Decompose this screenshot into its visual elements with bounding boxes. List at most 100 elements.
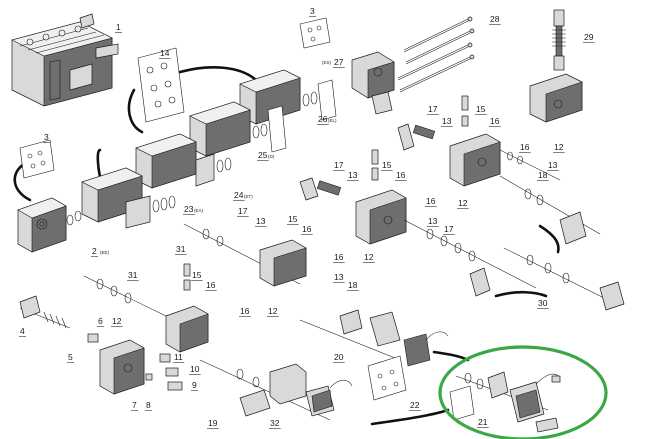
callout-25-suffix: (D) xyxy=(268,154,275,159)
callout-16d: 16 xyxy=(426,196,436,206)
work-section-26 xyxy=(239,69,337,125)
callout-32: 32 xyxy=(270,418,280,428)
solenoid-assembly-21 xyxy=(449,371,561,433)
adjuster-4 xyxy=(19,295,71,329)
callout-15c: 15 xyxy=(288,214,298,224)
callout-2-suffix: (EE) xyxy=(100,250,110,255)
spool-group-upper-right xyxy=(397,95,561,187)
callout-26-suffix: (EL) xyxy=(328,118,337,123)
callout-23-suffix: (EA) xyxy=(194,208,204,213)
callout-6: 6 xyxy=(98,316,103,326)
end-cover-27 xyxy=(351,51,395,115)
callout-19: 19 xyxy=(208,418,218,428)
callout-13a: 13 xyxy=(442,116,452,126)
gasket-plate-22 xyxy=(367,355,407,401)
spool-assembly-30 xyxy=(503,247,625,311)
callout-22: 22 xyxy=(410,400,420,410)
callout-27-prefix: (ES) xyxy=(322,60,332,65)
callout-21: 21 xyxy=(478,417,488,427)
relief-valve-29 xyxy=(529,9,583,123)
callout-12b: 12 xyxy=(268,306,278,316)
flow-arrow-to-21 xyxy=(432,350,470,362)
callout-7: 7 xyxy=(132,400,137,410)
callout-28: 28 xyxy=(490,14,500,24)
inlet-section-ee xyxy=(17,197,82,253)
callout-20: 20 xyxy=(334,352,344,362)
callout-29: 29 xyxy=(584,32,594,42)
gasket-plate-14 xyxy=(137,47,185,123)
callout-16c: 16 xyxy=(396,170,406,180)
callout-13d: 13 xyxy=(428,216,438,226)
callout-18a: 18 xyxy=(538,170,548,180)
leader-lines xyxy=(19,16,595,429)
flow-arrow-top xyxy=(178,66,258,82)
work-section-24 xyxy=(135,133,232,189)
callout-16a: 16 xyxy=(490,116,500,126)
callout-16f: 16 xyxy=(334,252,344,262)
callout-31a: 31 xyxy=(176,244,186,254)
callout-14: 14 xyxy=(160,48,170,58)
flow-arrow-right xyxy=(538,224,560,254)
spool-group-mid-right xyxy=(299,149,407,245)
callout-3a: 3 xyxy=(310,6,315,16)
callout-13b: 13 xyxy=(548,160,558,170)
callout-13f: 13 xyxy=(334,272,344,282)
callout-3b: 3 xyxy=(44,132,49,142)
flow-arrow-lower xyxy=(370,408,450,426)
spool-section-20 xyxy=(299,309,449,367)
spool-line-lower xyxy=(199,359,331,421)
callout-16g: 16 xyxy=(206,280,216,290)
callout-24-suffix: (ET) xyxy=(244,194,253,199)
spool-line-right-diagonal xyxy=(403,219,537,297)
callout-27: 27 xyxy=(334,57,344,67)
inlet-body-7 xyxy=(87,333,145,395)
callout-12d: 12 xyxy=(458,198,468,208)
spool-line-31 xyxy=(183,223,307,291)
callout-18b: 18 xyxy=(348,280,358,290)
callout-17c: 17 xyxy=(444,224,454,234)
valve-bank-assembly xyxy=(11,13,119,107)
callout-11: 11 xyxy=(174,352,183,362)
callout-15b: 15 xyxy=(382,160,392,170)
callout-1: 1 xyxy=(116,22,121,32)
tie-rods-28 xyxy=(397,16,475,93)
callout-12a: 12 xyxy=(112,316,122,326)
callout-labels: 1 2 (EE) 3 3 4 5 6 7 8 9 10 11 12 12 12 … xyxy=(20,6,594,428)
seal-plate-3b xyxy=(19,139,55,179)
callout-10: 10 xyxy=(190,364,200,374)
callout-17d: 17 xyxy=(238,206,248,216)
callout-5: 5 xyxy=(68,352,73,362)
spool-line-31-lower xyxy=(83,275,209,353)
callout-16h: 16 xyxy=(240,306,250,316)
seal-plate-3a xyxy=(299,17,331,49)
callout-12c: 12 xyxy=(364,252,374,262)
work-section-23 xyxy=(81,167,176,229)
flow-arrow-bottom-right xyxy=(494,290,548,298)
callout-2: 2 xyxy=(92,246,97,256)
callout-4: 4 xyxy=(20,326,25,336)
callout-16b: 16 xyxy=(520,142,530,152)
solenoid-32 xyxy=(305,379,353,417)
callout-15d: 15 xyxy=(192,270,202,280)
callout-24: 24 xyxy=(234,190,244,200)
plug-fittings xyxy=(145,353,183,391)
callout-26: 26 xyxy=(318,114,328,124)
callout-17a: 17 xyxy=(428,104,438,114)
callout-17b: 17 xyxy=(334,160,344,170)
highlight-ellipse xyxy=(438,345,608,439)
flow-arrow-mid xyxy=(127,88,144,134)
callout-30: 30 xyxy=(538,298,548,308)
callout-12e: 12 xyxy=(554,142,564,152)
callout-23: 23 xyxy=(184,204,194,214)
callout-13e: 13 xyxy=(256,216,266,226)
callout-15a: 15 xyxy=(476,104,486,114)
spool-line-upper-diagonal xyxy=(499,175,601,245)
callout-13c: 13 xyxy=(348,170,358,180)
callout-8: 8 xyxy=(146,400,151,410)
callout-25: 25 xyxy=(258,150,268,160)
callout-16e: 16 xyxy=(302,224,312,234)
work-section-25 xyxy=(189,101,287,157)
callout-9: 9 xyxy=(192,380,197,390)
callout-31b: 31 xyxy=(128,270,138,280)
